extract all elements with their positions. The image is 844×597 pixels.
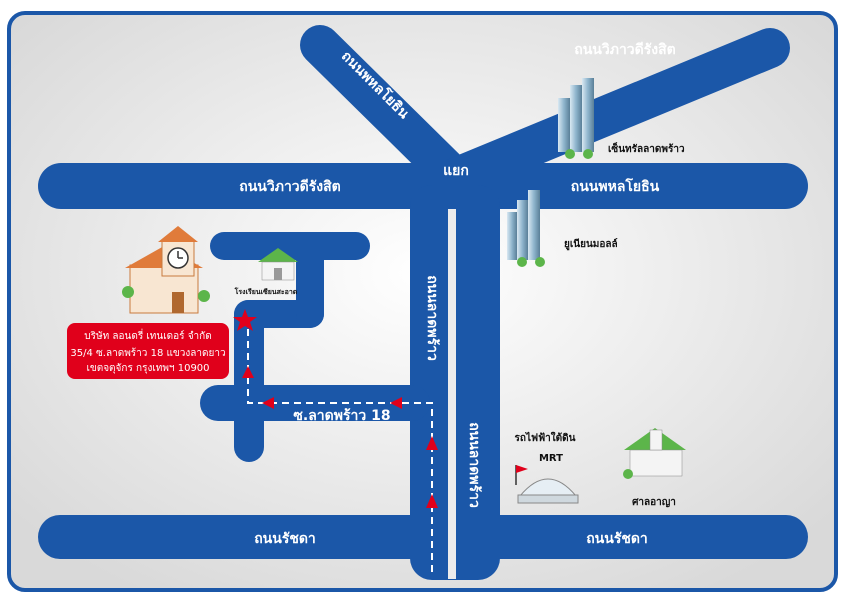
company-name: บริษัท ลอนดรี่ เทนเดอร์ จำกัด bbox=[84, 328, 211, 342]
mrt-station-icon bbox=[515, 465, 579, 504]
landmark-label-school: โรงเรียนเซียนสะอาด bbox=[234, 287, 298, 296]
road-ratchada bbox=[38, 515, 808, 559]
road-median bbox=[448, 209, 456, 579]
landmark-label-court: ศาลอาญา bbox=[632, 497, 676, 508]
route-arrow bbox=[262, 397, 274, 409]
road-label-ladprao-left: ถนนลาดพร้าว bbox=[424, 275, 440, 361]
landmark-label-mrt-line2: MRT bbox=[539, 453, 563, 464]
road-label-ladprao-right: ถนนลาดพร้าว bbox=[466, 422, 482, 508]
route-arrow bbox=[426, 494, 438, 508]
road-label-phaholyothin-main: ถนนพหลโยธิน bbox=[571, 177, 660, 195]
route-path bbox=[242, 318, 438, 572]
company-address-line1: 35/4 ซ.ลาดพร้าว 18 แขวงลาดยาว bbox=[70, 347, 225, 359]
road-label-vibhavadi-top: ถนนวิภาวดีรังสิต bbox=[574, 42, 676, 58]
road-label-soi: ซ.ลาดพร้าว 18 bbox=[293, 408, 390, 424]
route-arrow bbox=[426, 436, 438, 450]
destination-star-icon bbox=[233, 309, 257, 331]
company-address-line2: เขตจตุจักร กรุงเทพฯ 10900 bbox=[86, 363, 209, 374]
road-label-junction: แยก bbox=[443, 163, 469, 179]
landmark-label-union-mall: ยูเนียนมอลล์ bbox=[564, 238, 618, 251]
company-building-icon bbox=[122, 226, 210, 314]
route-arrow bbox=[242, 366, 254, 378]
court-building-icon bbox=[623, 428, 686, 479]
road-vibhavadi-main bbox=[38, 163, 808, 209]
landmark-label-central: เซ็นทรัลลาดพร้าว bbox=[608, 141, 685, 155]
route-arrow bbox=[390, 397, 402, 409]
road-label-ratchada-left: ถนนรัชดา bbox=[254, 531, 316, 547]
road-vibhavadi-diag bbox=[435, 28, 790, 198]
company-address-box: บริษัท ลอนดรี่ เทนเดอร์ จำกัด 35/4 ซ.ลาด… bbox=[67, 323, 229, 379]
road-network bbox=[38, 25, 808, 580]
road-label-ratchada-right: ถนนรัชดา bbox=[586, 531, 648, 547]
central-ladprao-building-icon bbox=[558, 78, 594, 159]
union-mall-building-icon bbox=[507, 190, 545, 267]
road-soi-loop-top bbox=[210, 232, 370, 260]
road-label-vibhavadi-main: ถนนวิภาวดีรังสิต bbox=[239, 179, 341, 195]
landmark-label-mrt-line1: รถไฟฟ้าใต้ดิน bbox=[515, 431, 576, 444]
road-phaholyothin-diag bbox=[300, 25, 475, 198]
school-building-icon bbox=[258, 248, 298, 281]
